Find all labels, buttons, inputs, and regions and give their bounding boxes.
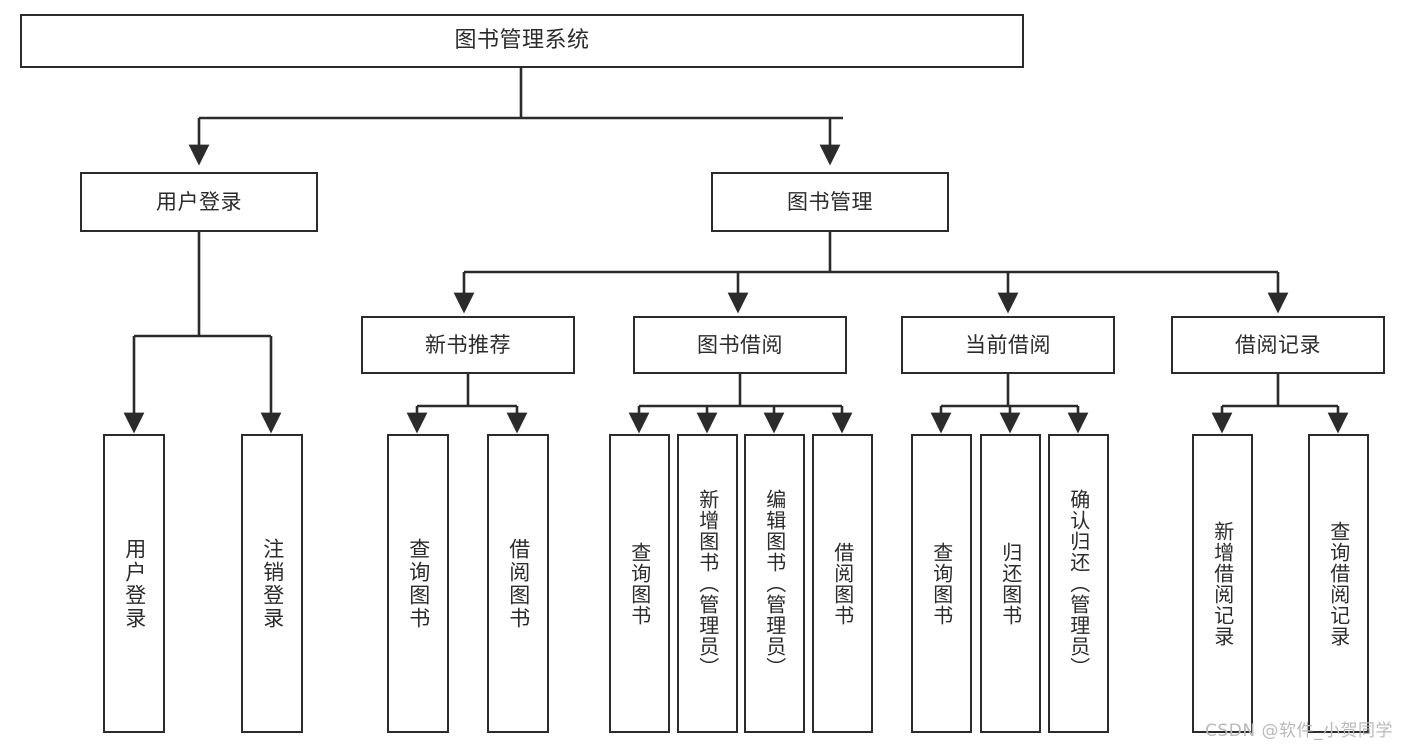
node-root-system[interactable]: 图书管理系统 [20, 14, 1024, 68]
node-current-borrow[interactable]: 当前借阅 [901, 316, 1115, 374]
node-label: 查询图书 [406, 537, 431, 630]
node-leaf-return-books[interactable]: 归还图书 [980, 434, 1041, 733]
node-label: 用户登录 [156, 189, 242, 214]
node-label: 借阅图书 [506, 537, 531, 630]
node-leaf-add-book-admin[interactable]: 新增图书（管理员） [677, 434, 738, 733]
node-label: 查询图书 [929, 541, 954, 626]
node-label: 图书管理系统 [454, 28, 590, 54]
node-leaf-borrow-books-recommend[interactable]: 借阅图书 [487, 434, 549, 733]
node-label: 图书借阅 [697, 332, 783, 357]
node-label: 新增借阅记录 [1210, 520, 1235, 647]
node-label: 用户登录 [122, 537, 147, 630]
node-leaf-borrow-books[interactable]: 借阅图书 [812, 434, 873, 733]
node-leaf-add-borrow-record[interactable]: 新增借阅记录 [1192, 434, 1253, 733]
node-book-borrow[interactable]: 图书借阅 [633, 316, 847, 374]
node-label: 当前借阅 [965, 332, 1051, 357]
node-label: 查询借阅记录 [1326, 520, 1351, 647]
node-leaf-query-books-borrow[interactable]: 查询图书 [609, 434, 670, 733]
node-leaf-edit-book-admin[interactable]: 编辑图书（管理员） [744, 434, 805, 733]
csdn-watermark: CSDN @软件_小贺同学 [1205, 721, 1393, 741]
node-label: 新增图书（管理员） [695, 489, 720, 678]
node-leaf-query-borrow-record[interactable]: 查询借阅记录 [1308, 434, 1369, 733]
node-label: 编辑图书（管理员） [762, 489, 787, 678]
node-leaf-query-books-current[interactable]: 查询图书 [911, 434, 972, 733]
node-leaf-query-books-recommend[interactable]: 查询图书 [387, 434, 449, 733]
node-label: 借阅记录 [1235, 332, 1321, 357]
node-label: 查询图书 [627, 541, 652, 626]
node-label: 注销登录 [260, 537, 285, 630]
node-label: 确认归还（管理员） [1066, 489, 1091, 678]
node-leaf-user-login[interactable]: 用户登录 [103, 434, 165, 733]
node-leaf-confirm-return-admin[interactable]: 确认归还（管理员） [1048, 434, 1109, 733]
node-label: 图书管理 [787, 189, 873, 214]
node-label: 归还图书 [998, 541, 1023, 626]
node-book-management[interactable]: 图书管理 [711, 172, 949, 232]
node-leaf-logout[interactable]: 注销登录 [241, 434, 303, 733]
node-label: 新书推荐 [425, 332, 511, 357]
node-label: 借阅图书 [830, 541, 855, 626]
node-borrow-records[interactable]: 借阅记录 [1171, 316, 1385, 374]
node-new-book-recommend[interactable]: 新书推荐 [361, 316, 575, 374]
node-user-login[interactable]: 用户登录 [80, 172, 318, 232]
